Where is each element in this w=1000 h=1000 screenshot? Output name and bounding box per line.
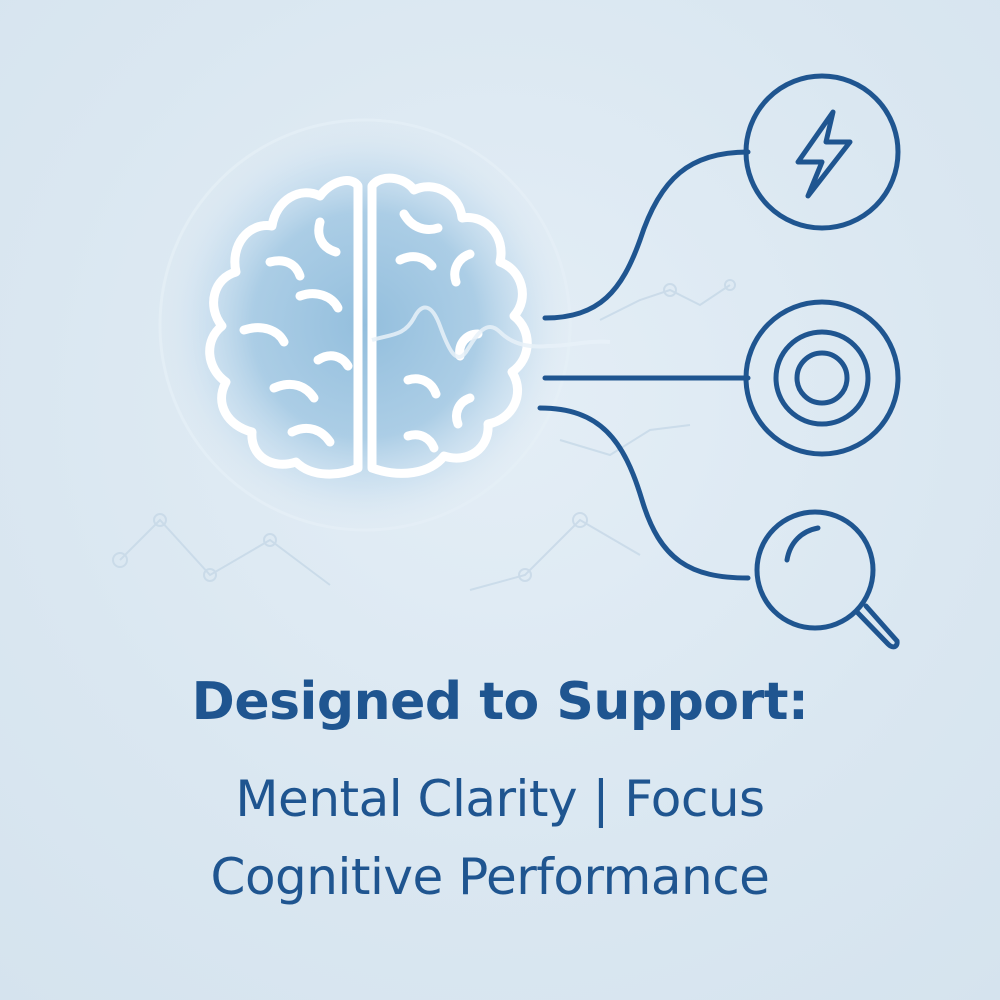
connector-lines	[537, 149, 751, 581]
illustration	[112, 73, 901, 650]
brainwave-line	[371, 305, 611, 359]
lightning-icon	[743, 73, 901, 231]
headline-benefits-1: Mental Clarity | Focus	[235, 770, 765, 828]
magnifier-icon	[754, 509, 900, 650]
headline-title: Designed to Support:	[191, 672, 809, 732]
target-icon	[743, 299, 901, 457]
headline-benefits-2: Cognitive Performance	[210, 848, 770, 906]
brain-icon	[205, 173, 532, 479]
background-network	[112, 279, 736, 591]
